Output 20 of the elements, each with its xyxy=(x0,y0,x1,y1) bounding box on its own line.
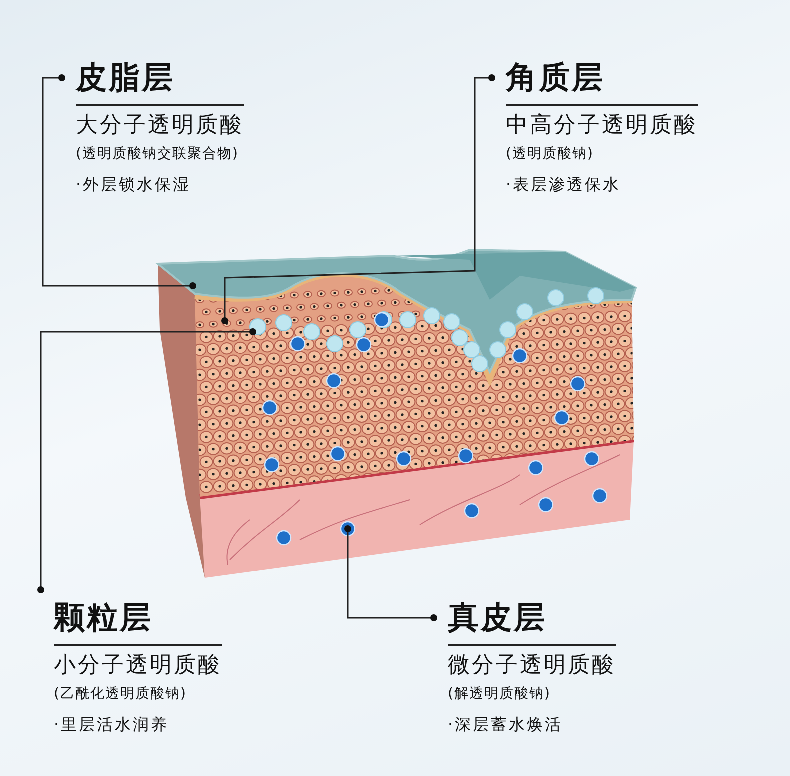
layer-heading: 真皮层 xyxy=(448,598,616,646)
ingredient-note: (透明质酸钠交联聚合物) xyxy=(76,145,240,164)
layer-heading: 皮脂层 xyxy=(76,58,244,106)
ingredient-note: (透明质酸钠) xyxy=(506,145,595,164)
leader-line xyxy=(222,74,496,324)
leader-line xyxy=(344,526,438,622)
benefit-text: ·深层蓄水焕活 xyxy=(448,714,564,736)
benefit-text: ·表层渗透保水 xyxy=(506,174,622,196)
leader-line xyxy=(42,74,196,290)
benefit-text: ·里层活水润养 xyxy=(54,714,170,736)
ingredient-note: (解透明质酸钠) xyxy=(448,685,552,704)
benefit-text: ·外层锁水保湿 xyxy=(76,174,192,196)
ingredient-name: 中高分子透明质酸 xyxy=(506,112,698,140)
ingredient-name: 微分子透明质酸 xyxy=(448,652,616,680)
ingredient-name: 小分子透明质酸 xyxy=(54,652,222,680)
layer-heading: 角质层 xyxy=(506,58,698,106)
leader-line xyxy=(38,328,256,594)
layer-heading: 颗粒层 xyxy=(54,598,222,646)
ingredient-name: 大分子透明质酸 xyxy=(76,112,244,140)
ingredient-note: (乙酰化透明质酸钠) xyxy=(54,685,188,704)
